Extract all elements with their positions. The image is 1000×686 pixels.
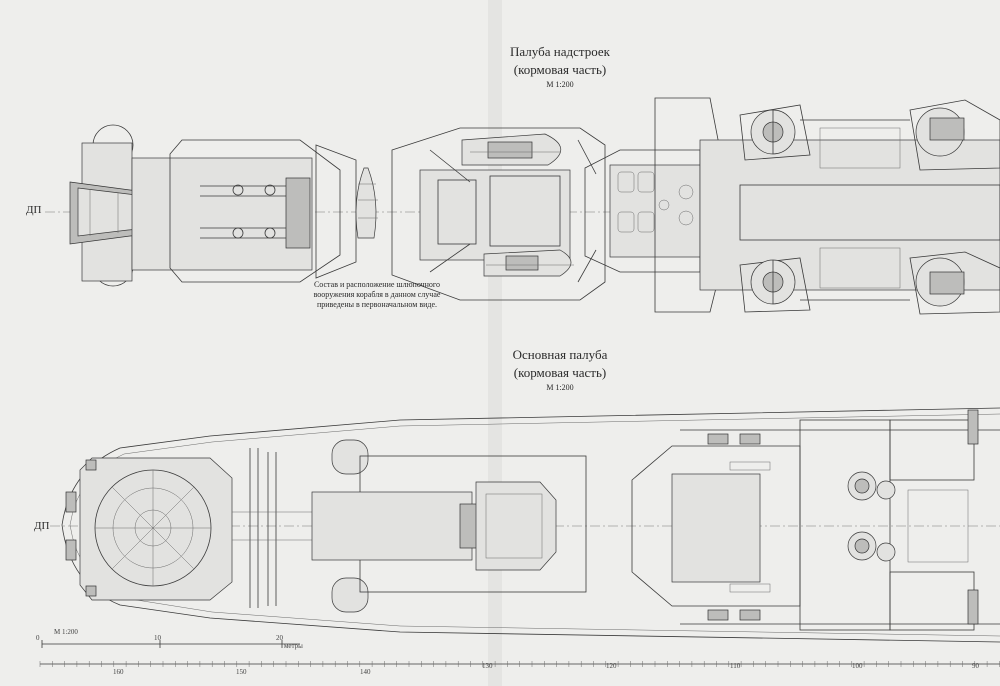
fwd-compartment <box>799 419 891 631</box>
side-fittings <box>707 433 771 621</box>
missile-rails <box>200 177 311 249</box>
upper-title-line2: (кормовая часть) <box>513 62 607 77</box>
scale-bar-label: М 1:200 <box>54 628 78 636</box>
stern-fittings <box>65 459 97 597</box>
magazine-block <box>475 481 557 571</box>
turntable-spokes <box>95 470 211 586</box>
lower-scale: М 1:200 <box>546 383 574 392</box>
lower-boat <box>483 249 574 277</box>
gun-mount-aft-top <box>739 104 811 161</box>
scale-tick-20: 20 <box>276 634 283 642</box>
hatch-bottom <box>331 577 369 613</box>
frame-90: 90 <box>972 662 979 670</box>
vent-grille <box>617 171 694 233</box>
gun-mount-fwd-top <box>909 99 1000 171</box>
superstructure-deck-plan <box>45 97 1000 315</box>
upper-boat <box>461 133 562 166</box>
gun-mount-fwd-bottom <box>909 251 1000 315</box>
lower-dp-label: ДП <box>34 520 50 532</box>
upper-scale: М 1:200 <box>546 80 574 89</box>
scale-graphics <box>39 640 1000 667</box>
frame-100: 100 <box>852 662 863 670</box>
upper-title-line1: Палуба надстроек <box>510 44 610 59</box>
hatch-top <box>331 439 369 475</box>
frame-110: 110 <box>730 662 741 670</box>
upper-note: Состав и расположение шлюпочного вооруже… <box>313 280 441 309</box>
launcher-house <box>169 139 341 283</box>
scale-tick-0: 0 <box>36 634 40 642</box>
mine-rails <box>232 448 320 608</box>
gun-mount-aft-bottom <box>739 257 811 313</box>
frame-120: 120 <box>606 662 617 670</box>
main-deck-plan <box>50 407 1000 643</box>
frame-130: 130 <box>482 662 493 670</box>
launcher-housing <box>311 491 473 561</box>
scale-unit: метры <box>284 642 303 650</box>
frame-160: 160 <box>113 668 124 676</box>
scale-tick-10: 10 <box>154 634 161 642</box>
lower-title-line2: (кормовая часть) <box>513 365 607 380</box>
lower-title-line1: Основная палуба <box>512 347 608 362</box>
launcher-deck <box>131 157 313 271</box>
stern-platform <box>79 457 233 601</box>
frame-140: 140 <box>360 668 371 676</box>
upper-dp-label: ДП <box>26 204 42 216</box>
page-fold <box>488 0 502 686</box>
bollards <box>847 471 896 562</box>
boat-deck <box>391 127 606 301</box>
mid-house <box>315 144 357 279</box>
central-boat <box>355 167 378 239</box>
frame-150: 150 <box>236 668 247 676</box>
